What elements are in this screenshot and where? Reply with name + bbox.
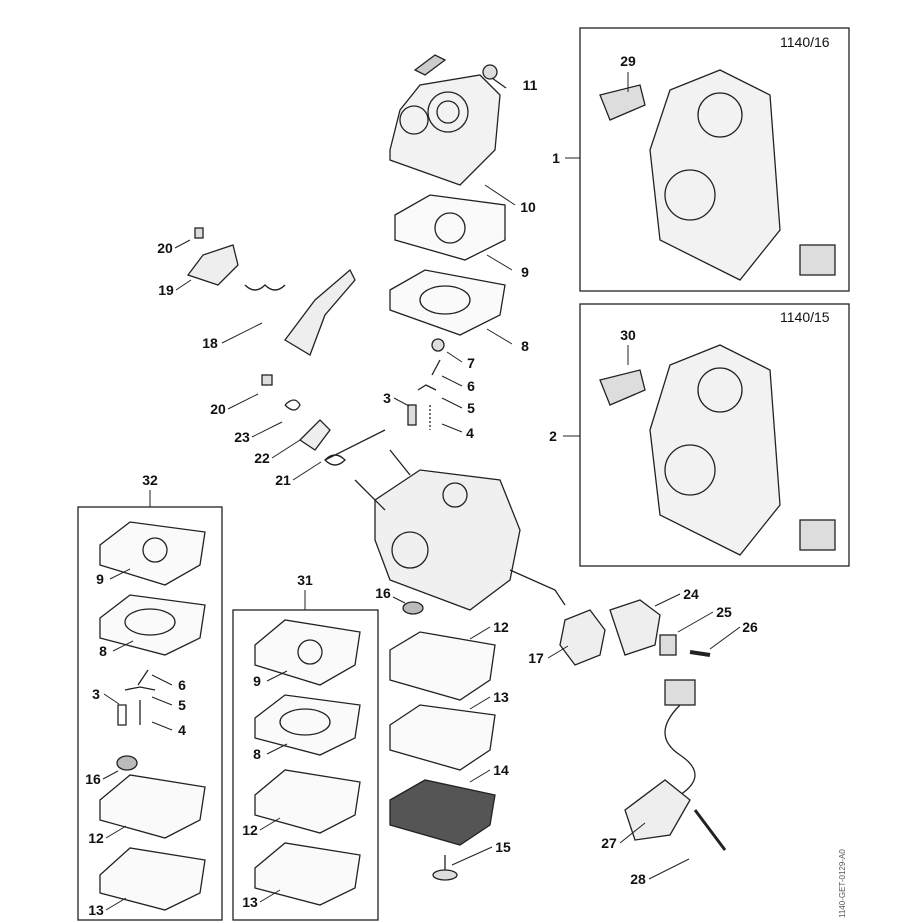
part-label: 9 — [253, 673, 261, 689]
part-label: 7 — [467, 355, 475, 371]
variant-box-1140-16 — [579, 27, 850, 292]
kit31-gasket-13 — [254, 842, 361, 906]
part-label: 8 — [521, 338, 529, 354]
part-label: 22 — [254, 450, 270, 466]
part-label: 23 — [234, 429, 250, 445]
part-label: 13 — [242, 894, 258, 910]
part-label: 9 — [521, 264, 529, 280]
part-label: 18 — [202, 335, 218, 351]
part-label: 14 — [493, 762, 509, 778]
part-label: 13 — [88, 902, 104, 918]
part-label: 12 — [493, 619, 509, 635]
gasket-8 — [389, 269, 506, 336]
part-label: 6 — [467, 378, 475, 394]
part-label: 16 — [85, 771, 101, 787]
document-id: 1140-GET-0129-A0 — [838, 849, 847, 918]
part-label: 17 — [528, 650, 544, 666]
part-label: 1 — [552, 150, 560, 166]
part-label: 27 — [601, 835, 617, 851]
part-label: 11 — [522, 77, 538, 93]
diaphragm-9 — [394, 194, 506, 261]
screw-11 — [482, 64, 507, 89]
part-label: 32 — [142, 472, 158, 488]
carburetor-assembly-1140-15 — [599, 344, 836, 556]
variant-box-1140-15 — [579, 303, 850, 567]
part-label: 15 — [495, 839, 511, 855]
variant-label: 1140/16 — [780, 34, 830, 50]
part-label: 8 — [99, 643, 107, 659]
part-label: 10 — [520, 199, 536, 215]
part-label: 13 — [493, 689, 509, 705]
leader-lines — [102, 72, 741, 911]
part-label: 8 — [253, 746, 261, 762]
lever-parts-18-23 — [186, 227, 386, 466]
part-label: 30 — [620, 327, 636, 343]
parts-17-26 — [559, 599, 711, 666]
screw-15 — [432, 855, 458, 881]
kit31-gasket-12 — [254, 769, 361, 834]
part-label: 28 — [630, 871, 646, 887]
gasket-13 — [389, 704, 496, 771]
part-label: 31 — [297, 572, 313, 588]
part-label: 26 — [742, 619, 758, 635]
plate-14 — [389, 779, 496, 846]
part-label: 12 — [242, 822, 258, 838]
part-label: 24 — [683, 586, 699, 602]
carburetor-assembly-1140-16 — [599, 69, 836, 281]
part-label: 4 — [178, 722, 186, 738]
kit32-gasket-12 — [99, 774, 206, 839]
variant-label: 1140/15 — [780, 309, 830, 325]
part-label: 3 — [383, 390, 391, 406]
part-label: 6 — [178, 677, 186, 693]
kit31-gasket-8 — [254, 694, 361, 756]
kit32-gasket-13 — [99, 847, 206, 911]
carburetor-body-part-10 — [389, 54, 501, 186]
kit32-diaphragm-9 — [99, 521, 206, 586]
small-parts-3-7 — [407, 338, 445, 430]
kit31-diaphragm-9 — [254, 619, 361, 686]
part-label: 5 — [467, 400, 475, 416]
part-label: 20 — [210, 401, 226, 417]
gasket-12 — [389, 631, 496, 701]
part-label: 20 — [157, 240, 173, 256]
kit32-gasket-8 — [99, 594, 206, 656]
screen-16 — [402, 601, 424, 615]
part-label: 19 — [158, 282, 174, 298]
switch-27-28 — [624, 679, 727, 851]
part-label: 29 — [620, 53, 636, 69]
part-label: 25 — [716, 604, 732, 620]
part-label: 16 — [375, 585, 391, 601]
part-label: 4 — [466, 425, 474, 441]
part-label: 9 — [96, 571, 104, 587]
carburetor-main-body — [354, 449, 566, 611]
part-label: 2 — [549, 428, 557, 444]
part-label: 21 — [275, 472, 291, 488]
part-label: 5 — [178, 697, 186, 713]
part-label: 3 — [92, 686, 100, 702]
part-label: 12 — [88, 830, 104, 846]
